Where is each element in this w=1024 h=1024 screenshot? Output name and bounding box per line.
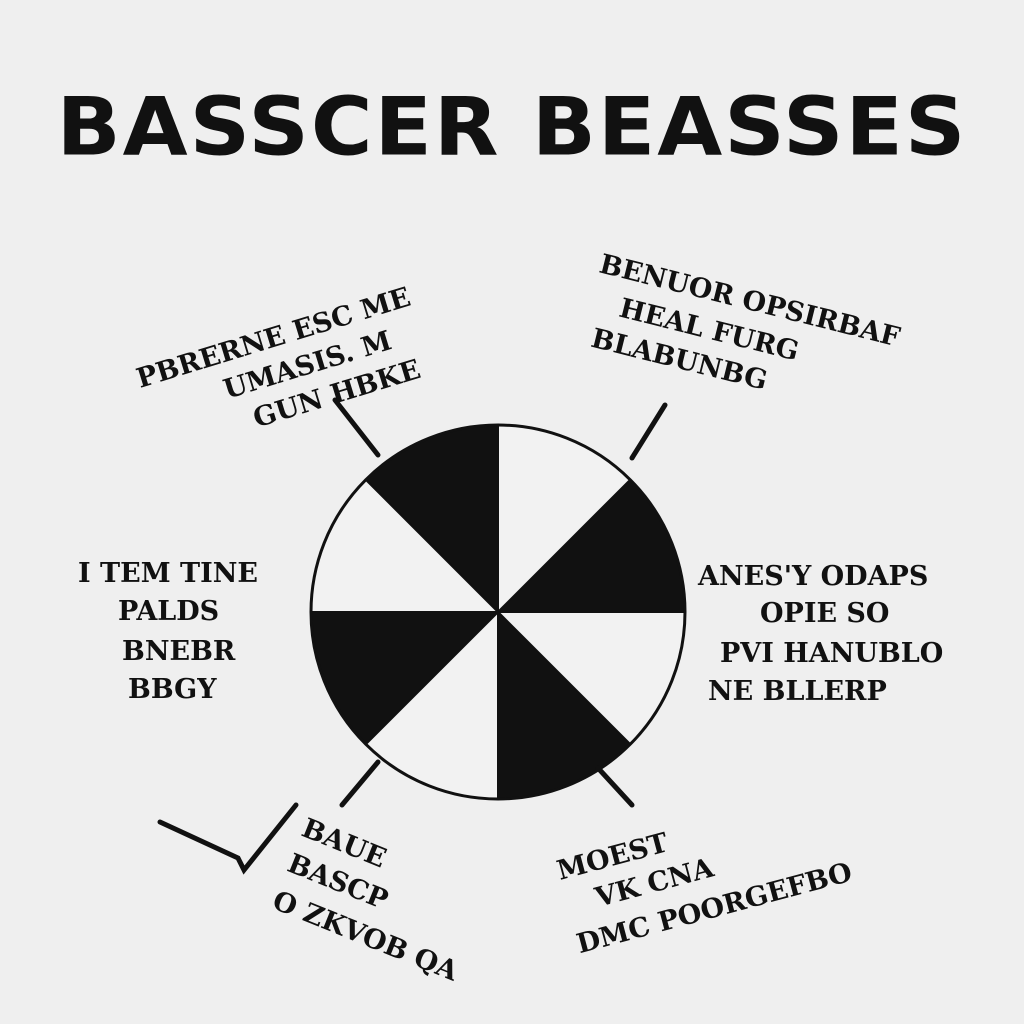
leader-line	[332, 397, 381, 458]
label-top-right: BENUOR OPSIRBAF HEAL FURG BLABUNBG	[578, 249, 912, 428]
pie-outline	[309, 423, 687, 801]
leader-line	[595, 765, 635, 808]
label-top-left: PBRERNE ESC ME UMASIS. M GUN HBKE	[133, 279, 444, 463]
leader-line	[339, 759, 381, 808]
label-right: ANES'Y ODAPS OPIE SO PVI HANUBLO NE BLLE…	[697, 561, 953, 707]
leader-line	[629, 402, 668, 461]
label-bottom-left: BAUE BASCP O ZKVOB QA	[268, 813, 492, 988]
label-left: I TEM TINE PALDS BNEBR BBGY	[78, 558, 267, 705]
label-bottom-right: MOEST VK CNA DMC POORGEFBO	[554, 783, 856, 960]
chart-title: BASSCER BEASSES	[56, 80, 968, 174]
leader-line	[157, 802, 299, 875]
